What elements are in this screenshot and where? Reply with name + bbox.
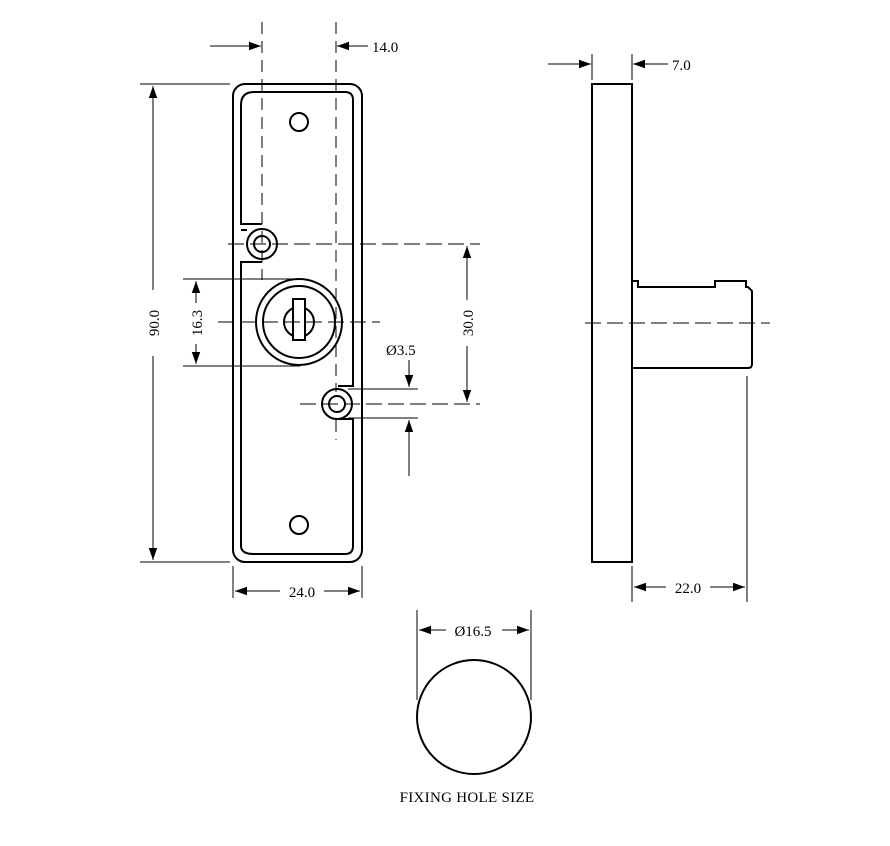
dimension-label-hole-diameter: Ø3.5 — [386, 343, 416, 359]
dimension-label-90: 90.0 — [147, 310, 163, 336]
dimension-hole-spacing: 30.0 — [461, 246, 477, 402]
dimension-label-22: 22.0 — [675, 581, 701, 597]
dimension-label-16-3: 16.3 — [190, 310, 206, 336]
front-view — [218, 22, 480, 563]
keyway — [292, 298, 306, 341]
dimension-hole-diameter: Ø3.5 — [348, 343, 418, 476]
fixing-hole-circle — [416, 659, 532, 775]
plate-inner-outline — [240, 91, 354, 555]
plate-outer-outline — [232, 83, 363, 563]
dimension-label-fixing-hole: Ø16.5 — [454, 624, 491, 640]
bottom-screw-hole — [289, 515, 309, 535]
side-cylinder-body — [632, 280, 753, 369]
dimension-label-24: 24.0 — [289, 585, 315, 601]
top-screw-hole — [289, 112, 309, 132]
fixing-hole-view: Ø16.5 FIXING HOLE SIZE — [400, 610, 535, 806]
dimension-offset-width: 14.0 — [210, 40, 398, 56]
fixing-hole-caption: FIXING HOLE SIZE — [400, 790, 535, 806]
dimension-label-14: 14.0 — [372, 40, 398, 56]
dimension-plate-width: 24.0 — [232, 566, 363, 601]
dimension-cylinder-length: 22.0 — [631, 376, 748, 602]
dimension-plate-thickness: 7.0 — [548, 54, 691, 80]
dimension-label-30: 30.0 — [461, 310, 477, 336]
side-view — [585, 83, 770, 563]
dimension-cylinder-height: 16.3 — [183, 278, 300, 367]
dimension-overall-height: 90.0 — [140, 83, 230, 563]
dimension-label-7: 7.0 — [672, 58, 691, 74]
